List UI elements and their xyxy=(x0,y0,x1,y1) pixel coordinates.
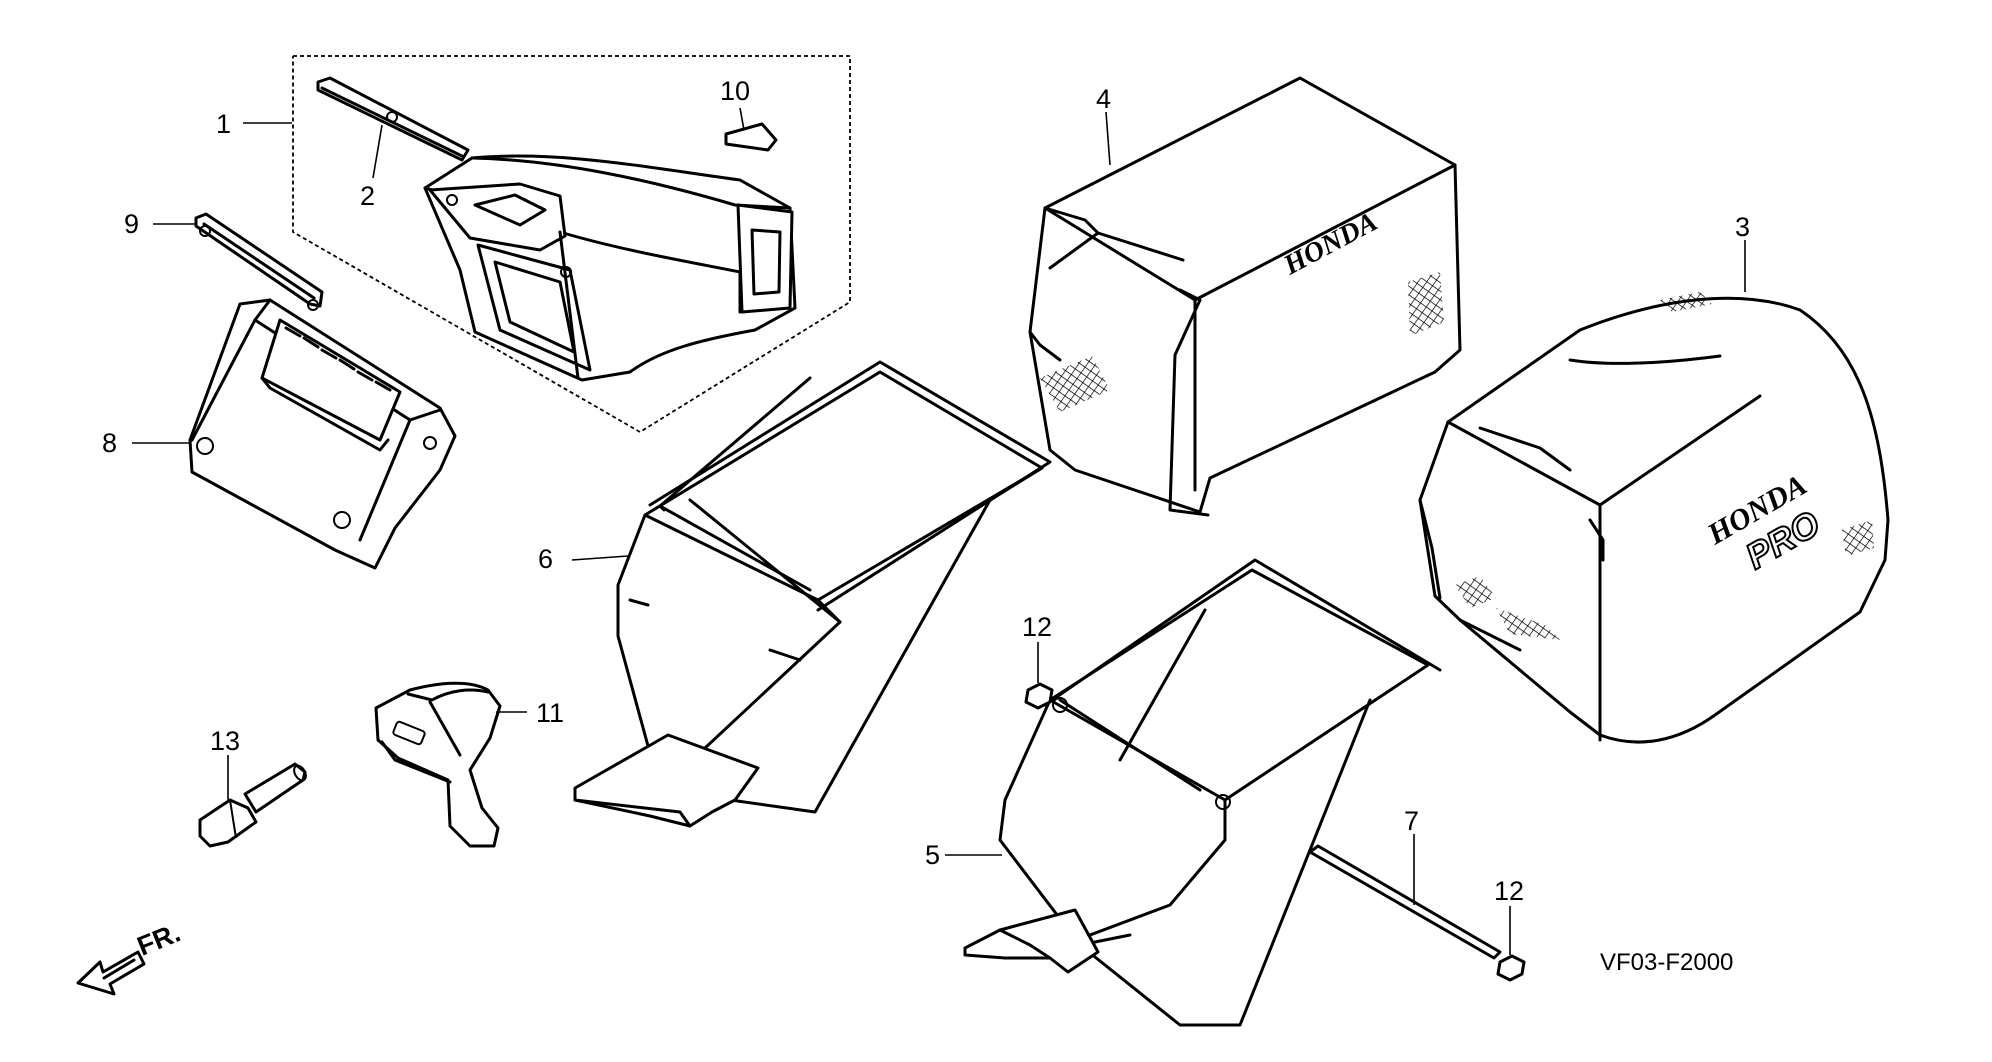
callout-6: 6 xyxy=(538,544,553,574)
part-2-plate[interactable] xyxy=(316,76,470,162)
leader-lines xyxy=(132,107,1746,955)
part-5-frame[interactable] xyxy=(963,558,1442,1027)
part-4-bag[interactable]: HONDA xyxy=(1028,76,1462,517)
callout-10: 10 xyxy=(720,76,750,106)
part-10-tab[interactable] xyxy=(724,122,778,152)
part-12-nut-lower[interactable] xyxy=(1496,954,1526,982)
part-13-bolt[interactable] xyxy=(198,762,308,848)
callout-11: 11 xyxy=(536,698,564,728)
part-3-bag[interactable]: HONDA PRO xyxy=(1418,292,1890,744)
part-11-grip[interactable] xyxy=(374,681,502,848)
callouts: 1 2 3 4 5 6 7 8 9 10 11 12 12 13 xyxy=(102,76,1750,906)
callout-3: 3 xyxy=(1735,212,1750,242)
callout-12-upper: 12 xyxy=(1022,612,1052,642)
part-12-nut-upper[interactable] xyxy=(1024,682,1054,710)
callout-2: 2 xyxy=(360,181,375,211)
part-7-rod[interactable] xyxy=(1308,844,1502,960)
part-9-handle[interactable] xyxy=(194,212,324,311)
direction-label: FR. xyxy=(133,917,185,961)
assembly-box-1 xyxy=(292,55,851,434)
callout-4: 4 xyxy=(1096,84,1111,114)
callout-7: 7 xyxy=(1404,806,1419,836)
part-1-chute[interactable] xyxy=(423,154,797,382)
part-8-cover[interactable] xyxy=(188,298,457,570)
callout-13: 13 xyxy=(210,726,240,756)
callout-8: 8 xyxy=(102,428,117,458)
front-direction-arrow: FR. xyxy=(76,917,185,996)
callout-1: 1 xyxy=(216,109,231,139)
callout-12-lower: 12 xyxy=(1494,876,1524,906)
drawing-code: VF03-F2000 xyxy=(1600,949,1733,976)
part-6-frame[interactable] xyxy=(573,360,1052,828)
callout-5: 5 xyxy=(925,840,940,870)
callout-9: 9 xyxy=(124,209,139,239)
